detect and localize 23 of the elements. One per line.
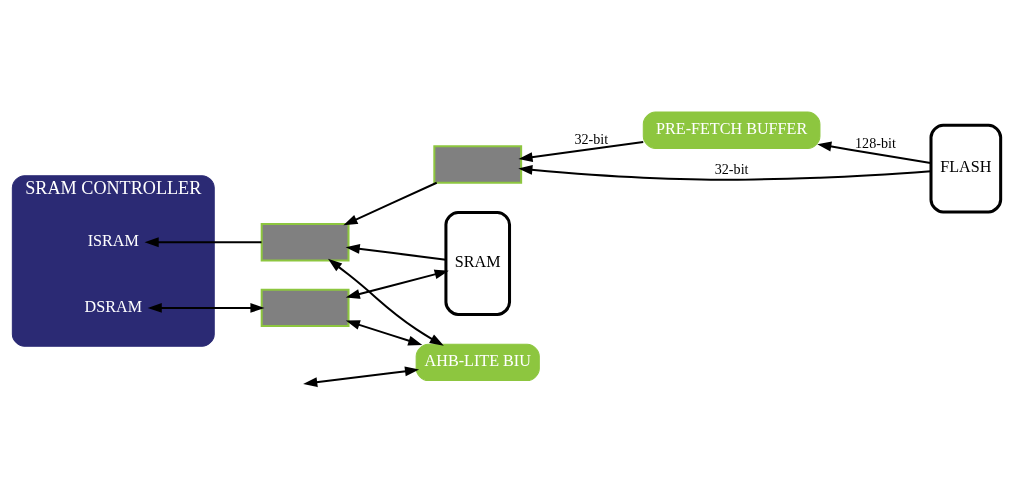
node-trapezoid [260, 288, 350, 327]
edge-label: 32-bit [714, 160, 749, 177]
arrow [144, 236, 262, 247]
arrow [817, 141, 931, 164]
edge-label: 32-bit [574, 130, 609, 147]
arrow [345, 319, 423, 345]
node-box: AHB-LITE BIU [415, 343, 540, 381]
node-box: PRE-FETCH BUFFER [642, 111, 821, 149]
arrow [303, 365, 420, 387]
arrow [518, 164, 931, 181]
node-box: FLASH [929, 123, 1003, 213]
node-text: DSRAM [84, 297, 142, 315]
arrow [345, 243, 446, 261]
arrow [518, 140, 644, 162]
arrow [147, 302, 265, 313]
node-box: SRAM [444, 210, 512, 316]
node-text: ISRAM [87, 231, 139, 249]
node-trapezoid [260, 222, 350, 261]
edge-label: 128-bit [855, 134, 896, 151]
node-trapezoid [433, 144, 523, 184]
arrow [345, 269, 449, 299]
arrow [327, 258, 444, 346]
arrow [343, 181, 438, 225]
